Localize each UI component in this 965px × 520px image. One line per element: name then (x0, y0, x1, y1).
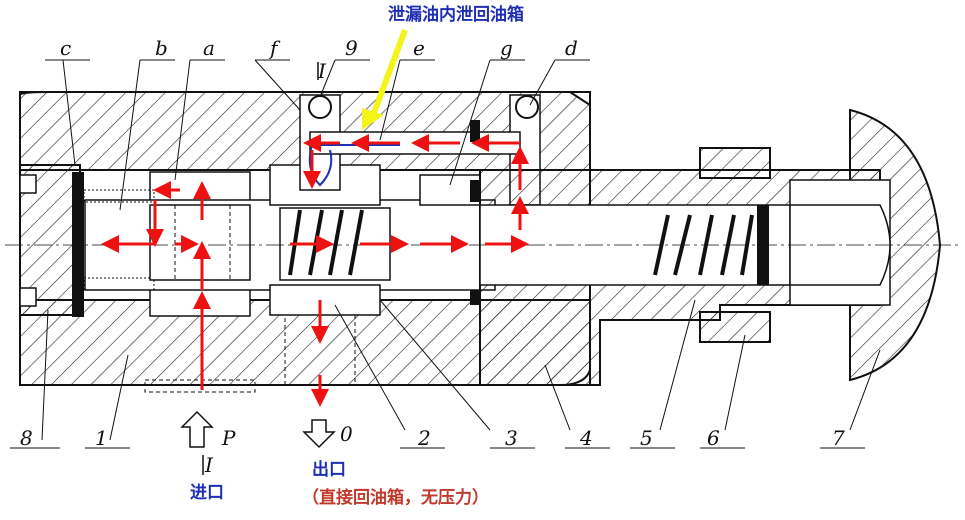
ball-f (308, 95, 332, 119)
leak-arrow (362, 28, 408, 130)
part-7: 7 (832, 426, 845, 450)
port-o-label: 0 (340, 422, 353, 446)
part-numbers: 8 1 2 3 4 5 6 7 (10, 299, 881, 450)
inlet-port (144, 379, 256, 393)
end-cap (757, 108, 942, 382)
label-a: a (203, 36, 215, 60)
part-6: 6 (707, 426, 720, 450)
port-p-label: P (221, 426, 236, 450)
part-3: 3 (505, 426, 518, 450)
top-note: 泄漏油内泄回油箱 (388, 4, 524, 25)
part-2: 2 (417, 426, 431, 450)
label-9: 9 (345, 36, 358, 60)
end-plug (19, 164, 155, 317)
outlet-arrow: 0 (302, 419, 353, 449)
outlet-note: （直接回油箱，无压力） (302, 487, 489, 508)
seal-g1 (470, 120, 480, 142)
seal-g3 (470, 290, 480, 305)
label-c: c (60, 36, 71, 60)
section-mark-bottom: I (204, 453, 214, 477)
part-5: 5 (640, 426, 653, 450)
flow-arrows (101, 134, 529, 407)
part-4: 4 (579, 426, 593, 450)
seal-g2 (470, 180, 480, 202)
label-f: f (268, 36, 281, 60)
section-mark-top: I (317, 59, 327, 83)
part-1: 1 (95, 426, 108, 450)
outlet-label: 出口 (312, 459, 346, 480)
label-d: d (565, 36, 578, 60)
inlet-arrow: P (180, 410, 236, 450)
label-g: g (500, 36, 513, 60)
part-8: 8 (20, 426, 33, 450)
ball-d (515, 95, 539, 119)
inlet-label: 进口 (190, 483, 224, 503)
label-e: e (413, 36, 425, 60)
label-b: b (155, 36, 168, 60)
